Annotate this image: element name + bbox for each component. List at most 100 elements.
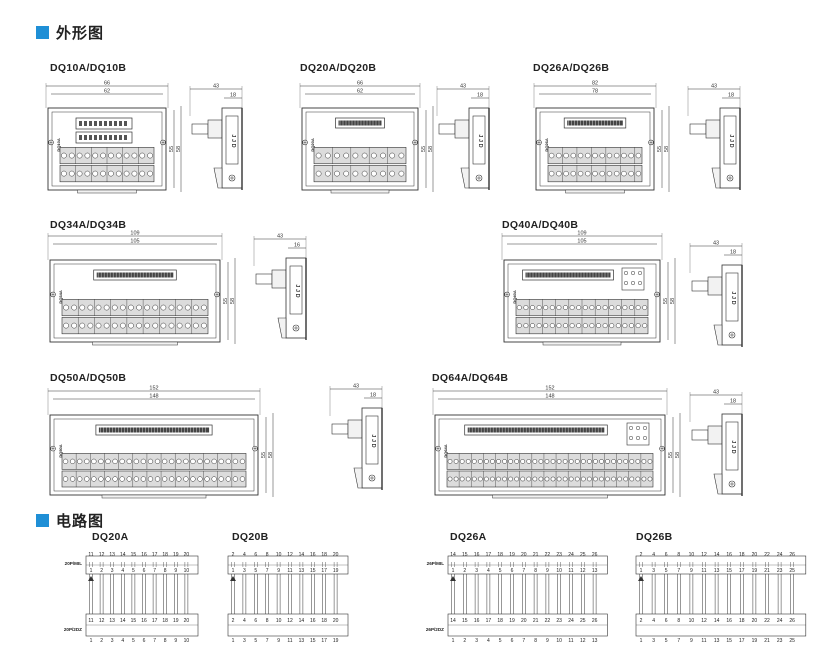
dimension-label-inner-width: 62 xyxy=(104,89,110,95)
terminal-screw xyxy=(98,458,104,465)
pin-label: 11 xyxy=(287,638,292,644)
dimension-label-outer-height: 58 xyxy=(675,452,681,458)
model-label-dq50: DQ50A/DQ50B xyxy=(50,372,127,384)
pin-label: 14 xyxy=(120,618,126,624)
side-connector-housing xyxy=(271,269,287,289)
module-inner-frame xyxy=(51,111,163,187)
terminal-screw xyxy=(131,152,138,159)
terminal-screw xyxy=(389,170,396,177)
terminal-screw xyxy=(617,476,622,482)
terminal-screw xyxy=(502,459,507,464)
terminal-screw xyxy=(585,170,591,177)
header-pin xyxy=(119,135,122,140)
pin-label: 16 xyxy=(474,552,480,558)
terminal-screw xyxy=(334,170,340,177)
terminal-screw xyxy=(197,458,203,465)
pin-label: 25 xyxy=(580,618,586,624)
terminal-screw xyxy=(62,458,69,465)
dimension-label-inner-height: 55 xyxy=(169,146,175,152)
pin-label: 14 xyxy=(450,618,456,624)
terminal-screw xyxy=(315,152,322,159)
idc-header-pins xyxy=(525,272,611,278)
aux-terminal-screw xyxy=(637,280,643,286)
side-connector-plug xyxy=(438,123,456,135)
circuit-label-dq26b: DQ26B xyxy=(636,531,673,543)
terminal-screw xyxy=(629,476,635,482)
terminal-screw xyxy=(69,458,76,465)
terminal-screw xyxy=(389,152,396,159)
side-terminal-face xyxy=(725,421,739,471)
side-dimension-label-outer: 43 xyxy=(460,84,466,90)
terminal-screw xyxy=(548,170,555,177)
terminal-screw xyxy=(641,459,647,464)
terminal-screw xyxy=(184,322,191,329)
terminal-screw xyxy=(587,476,592,482)
terminal-screw xyxy=(84,170,91,177)
pin-label: 5 xyxy=(132,568,135,574)
pin-label: 20 xyxy=(752,552,758,558)
pin-label: 1 xyxy=(452,638,455,644)
terminal-screw xyxy=(605,476,610,482)
module-inner-frame xyxy=(539,111,651,187)
pin-label: 4 xyxy=(652,552,655,558)
terminal-screw xyxy=(105,458,111,465)
pin-label: 20 xyxy=(333,552,339,558)
pin-label: 25 xyxy=(789,638,795,644)
pin-label: 23 xyxy=(556,552,562,558)
terminal-screw xyxy=(556,476,562,482)
terminal-screw xyxy=(520,476,526,482)
header-pin xyxy=(84,135,87,140)
terminal-screw xyxy=(629,305,634,311)
terminal-screw xyxy=(613,152,620,159)
terminal-screw xyxy=(465,476,471,482)
terminal-screw xyxy=(592,170,598,177)
pin-label: 7 xyxy=(153,638,156,644)
pin-label: 18 xyxy=(497,552,503,558)
terminal-screw xyxy=(562,459,568,464)
idc-header-pins xyxy=(96,272,174,278)
pin-label: 16 xyxy=(726,618,732,624)
pin-label: 10 xyxy=(556,638,562,644)
terminal-screw xyxy=(459,476,465,482)
terminal-screw xyxy=(232,476,239,482)
pin-label: 15 xyxy=(462,552,468,558)
connector-top-tag: 26P/MIL xyxy=(427,561,445,566)
circuit-label-dq26a: DQ26A xyxy=(450,531,487,543)
pin-label: 17 xyxy=(486,618,492,624)
idc-header-pins xyxy=(338,120,382,126)
module-inner-frame xyxy=(53,263,217,339)
header-pin xyxy=(79,121,82,126)
din-clip xyxy=(711,167,721,189)
pin-label: 5 xyxy=(499,638,502,644)
terminal-screw xyxy=(98,476,104,482)
pin-label: 6 xyxy=(511,568,514,574)
terminal-screw xyxy=(77,476,83,482)
terminal-screw xyxy=(628,152,634,159)
pin-label: 22 xyxy=(545,552,551,558)
side-dimension-label-outer: 43 xyxy=(713,241,719,247)
pin-label: 3 xyxy=(243,568,246,574)
terminal-screw xyxy=(609,305,615,311)
pin-label: 24 xyxy=(777,618,783,624)
terminal-screw xyxy=(147,152,153,159)
pin-label: 15 xyxy=(726,638,732,644)
terminal-screw xyxy=(225,476,231,482)
pin-label: 8 xyxy=(266,552,269,558)
pin-label: 7 xyxy=(153,568,156,574)
pin-label: 7 xyxy=(522,568,525,574)
terminal-screw xyxy=(599,170,605,177)
terminal-screw xyxy=(87,322,94,329)
side-dimension-label-inner: 18 xyxy=(730,250,736,256)
pin-label: 21 xyxy=(764,568,770,574)
terminal-screw xyxy=(589,323,595,329)
model-label-dq26: DQ26A/DQ26B xyxy=(533,62,610,74)
pin-label: 17 xyxy=(486,552,492,558)
circuit-section-title: 电路图 xyxy=(36,510,104,531)
terminal-screw xyxy=(563,323,568,329)
terminal-screw xyxy=(599,476,604,482)
terminal-screw xyxy=(635,305,641,311)
din-rail-foot xyxy=(92,341,178,346)
terminal-screw xyxy=(61,170,67,177)
terminal-screw xyxy=(77,458,83,465)
terminal-screw xyxy=(352,170,359,177)
